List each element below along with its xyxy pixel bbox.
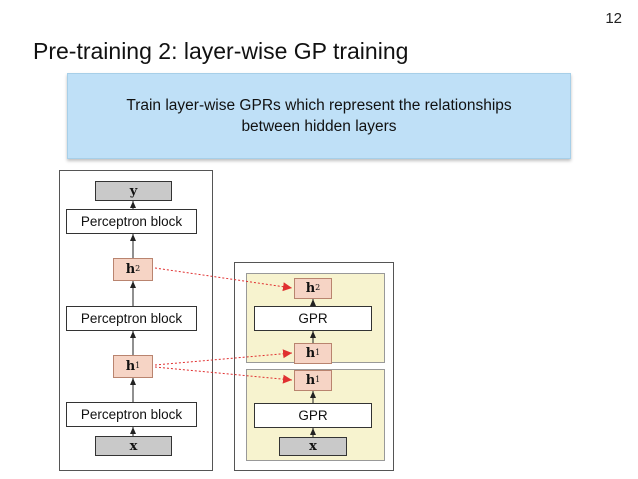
perceptron-block-top: Perceptron block xyxy=(66,209,197,234)
hidden-h1-base: h xyxy=(125,359,136,374)
gp-input-x-label: x xyxy=(309,439,317,454)
gpr-upper-box: GPR xyxy=(254,306,372,331)
mapping-arrow-h2 xyxy=(154,267,293,292)
left-network-frame xyxy=(59,170,213,471)
callout-line-1: Train layer-wise GPRs which represent th… xyxy=(126,97,512,114)
perceptron-block-top-label: Perceptron block xyxy=(80,214,183,229)
gp-input-x-box: x xyxy=(279,437,347,456)
hidden-h2-base: h xyxy=(125,262,136,277)
gp-target-h1-base: h xyxy=(305,373,316,388)
hidden-h1-sup: 1 xyxy=(135,361,141,370)
right-network-frame xyxy=(234,262,394,471)
gp-source-h1-base: h xyxy=(305,346,316,361)
perceptron-block-mid: Perceptron block xyxy=(66,306,197,331)
gp-source-h1-sup: 1 xyxy=(315,348,321,357)
mapping-arrow-h1-upper xyxy=(154,349,293,366)
output-y-box: y xyxy=(95,181,172,201)
perceptron-block-mid-label: Perceptron block xyxy=(80,311,183,326)
perceptron-block-bottom-label: Perceptron block xyxy=(80,407,183,422)
callout-line-2: between hidden layers xyxy=(241,118,397,135)
slide-title: Pre-training 2: layer-wise GP training xyxy=(33,38,409,64)
gpr-upper-label: GPR xyxy=(298,311,328,326)
perceptron-block-bottom: Perceptron block xyxy=(66,402,197,427)
gpr-lower-label: GPR xyxy=(298,408,328,423)
mapping-arrow-h1-lower xyxy=(154,366,293,384)
input-x-label: x xyxy=(129,438,138,454)
input-x-box: x xyxy=(95,436,172,456)
page-number: 12 xyxy=(605,10,622,27)
output-y-label: y xyxy=(129,183,138,199)
hidden-h2-sup: 2 xyxy=(135,264,141,273)
gp-target-h1-sup: 1 xyxy=(315,375,321,384)
callout-box: Train layer-wise GPRs which represent th… xyxy=(67,73,571,159)
gp-target-h2-sup: 2 xyxy=(315,283,321,292)
gp-target-h2-base: h xyxy=(305,281,316,296)
gpr-lower-box: GPR xyxy=(254,403,372,428)
